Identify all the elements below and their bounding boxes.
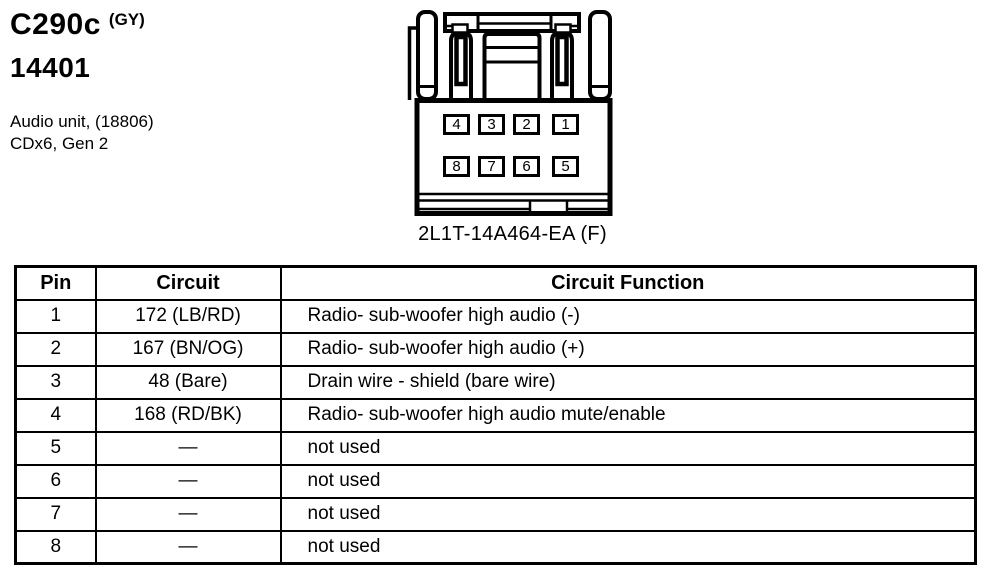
connector-center-block xyxy=(482,32,542,101)
table-row: 5 — not used xyxy=(14,430,977,466)
pin-cavity-6: 6 xyxy=(513,156,540,177)
header-connector-line: C290c (GY) xyxy=(10,8,145,42)
pin-cell: 4 xyxy=(14,397,97,433)
pinout-table-body: 1 172 (LB/RD) Radio- sub-woofer high aud… xyxy=(14,298,977,565)
table-row: 8 — not used xyxy=(14,529,977,565)
table-row: 1 172 (LB/RD) Radio- sub-woofer high aud… xyxy=(14,298,977,334)
component-description: Audio unit, (18806) CDx6, Gen 2 xyxy=(10,111,154,155)
circuit-function-cell: not used xyxy=(279,430,977,466)
column-header-pin: Pin xyxy=(14,265,97,301)
header-row: Pin Circuit Circuit Function xyxy=(14,265,977,301)
pin-cavity-5: 5 xyxy=(552,156,579,177)
description-line-1: Audio unit, (18806) xyxy=(10,112,154,131)
table-row: 3 48 (Bare) Drain wire - shield (bare wi… xyxy=(14,364,977,400)
table-row: 4 168 (RD/BK) Radio- sub-woofer high aud… xyxy=(14,397,977,433)
circuit-cell: 48 (Bare) xyxy=(94,364,282,400)
circuit-cell: — xyxy=(94,463,282,499)
pin-cavity-3: 3 xyxy=(478,114,505,135)
circuit-cell: — xyxy=(94,496,282,532)
pin-cell: 7 xyxy=(14,496,97,532)
table-row: 2 167 (BN/OG) Radio- sub-woofer high aud… xyxy=(14,331,977,367)
pin-cavity-7: 7 xyxy=(478,156,505,177)
connector-id: C290c xyxy=(10,8,101,41)
circuit-function-cell: Radio- sub-woofer high audio (-) xyxy=(279,298,977,334)
pinout-table-header: Pin Circuit Circuit Function xyxy=(14,265,977,301)
circuit-function-cell: Radio- sub-woofer high audio (+) xyxy=(279,331,977,367)
pin-cell: 2 xyxy=(14,331,97,367)
connector-left-step xyxy=(407,26,418,100)
column-header-circuit: Circuit xyxy=(94,265,282,301)
pin-cell: 8 xyxy=(14,529,97,565)
circuit-function-cell: Drain wire - shield (bare wire) xyxy=(279,364,977,400)
pin-cell: 1 xyxy=(14,298,97,334)
description-line-2: CDx6, Gen 2 xyxy=(10,134,109,153)
connector-color-code: (GY) xyxy=(108,10,145,29)
circuit-function-cell: not used xyxy=(279,529,977,565)
circuit-cell: 168 (RD/BK) xyxy=(94,397,282,433)
circuit-cell: 172 (LB/RD) xyxy=(94,298,282,334)
table-row: 6 — not used xyxy=(14,463,977,499)
circuit-function-cell: not used xyxy=(279,463,977,499)
pinout-table: Pin Circuit Circuit Function 1 172 (LB/R… xyxy=(14,265,977,565)
pin-cavity-8: 8 xyxy=(443,156,470,177)
circuit-cell: — xyxy=(94,430,282,466)
column-header-circuit-function: Circuit Function xyxy=(279,265,977,301)
circuit-cell: — xyxy=(94,529,282,565)
pin-cavity-4: 4 xyxy=(443,114,470,135)
circuit-cell: 167 (BN/OG) xyxy=(94,331,282,367)
connector-part-label: 2L1T-14A464-EA (F) xyxy=(418,223,607,245)
pin-cell: 3 xyxy=(14,364,97,400)
pin-cell: 5 xyxy=(14,430,97,466)
circuit-function-cell: not used xyxy=(279,496,977,532)
part-number: 14401 xyxy=(10,52,91,83)
table-row: 7 — not used xyxy=(14,496,977,532)
circuit-function-cell: Radio- sub-woofer high audio mute/enable xyxy=(279,397,977,433)
pin-cavity-1: 1 xyxy=(552,114,579,135)
pin-cell: 6 xyxy=(14,463,97,499)
pin-cavity-2: 2 xyxy=(513,114,540,135)
